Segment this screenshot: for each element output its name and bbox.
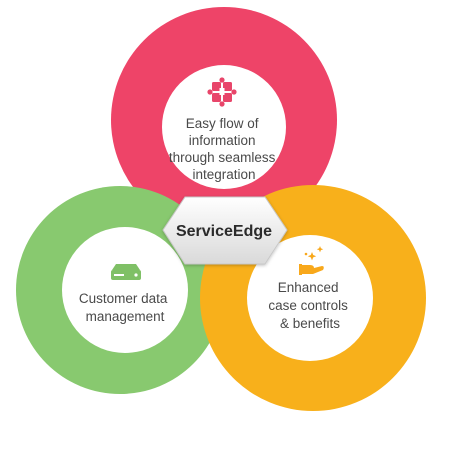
node-circle-customer-data (62, 227, 188, 353)
node-label-line: information (189, 133, 256, 148)
node-label-line: Customer data (79, 291, 168, 306)
node-label-line: Easy flow of (186, 116, 259, 131)
hand-sparkle-icon (299, 246, 324, 275)
node-label-line: integration (192, 167, 255, 182)
node-circle-integration (162, 65, 286, 189)
node-label-case-controls: Enhanced case controls & benefits (268, 280, 351, 331)
center-hexagon (162, 196, 288, 265)
node-circle-case-controls (247, 235, 373, 361)
node-label-integration: Easy flow of information through seamles… (169, 116, 279, 182)
node-label-line: through seamless (169, 150, 276, 165)
node-label-line: Enhanced (278, 280, 339, 295)
node-label-line: & benefits (280, 316, 340, 331)
database-drive-icon (111, 264, 141, 280)
node-label-customer-data: Customer data management (79, 291, 171, 324)
center-label: ServiceEdge (176, 223, 272, 240)
node-label-line: management (86, 309, 165, 324)
puzzle-icon (207, 77, 237, 107)
node-label-line: case controls (268, 298, 348, 313)
